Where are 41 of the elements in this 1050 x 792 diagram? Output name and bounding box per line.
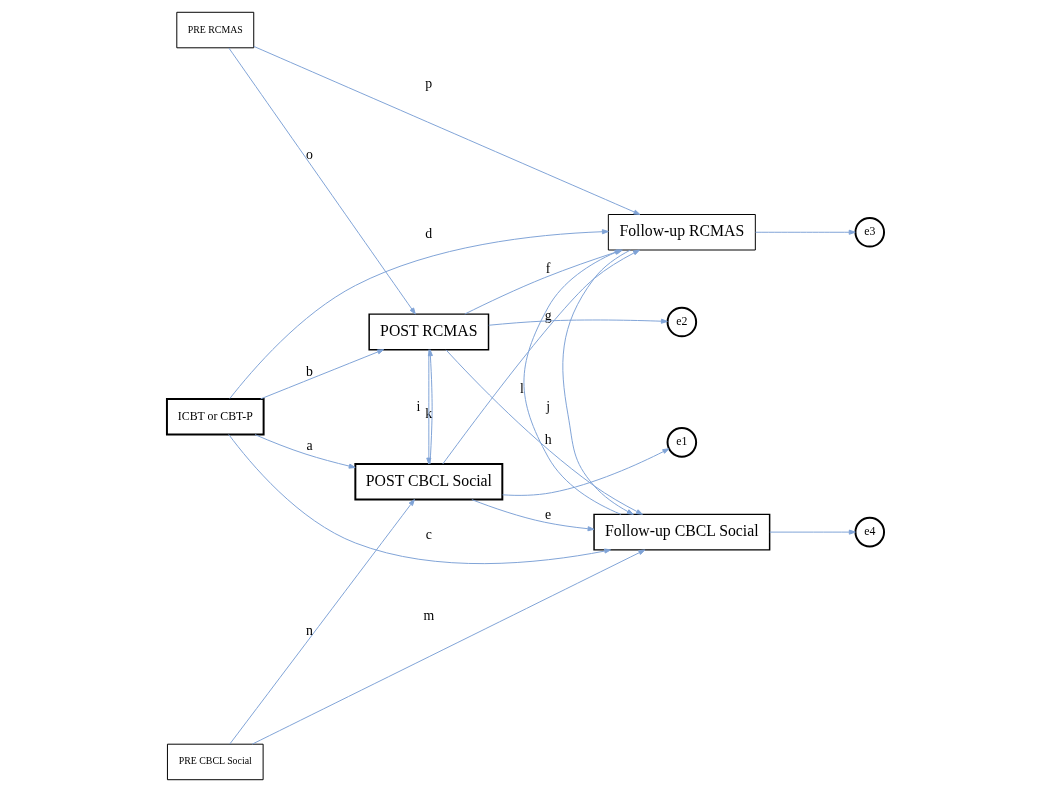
arrow xyxy=(470,499,594,532)
arrow xyxy=(768,529,856,535)
arrow xyxy=(445,349,643,515)
arrow xyxy=(487,318,668,326)
node-circle: e1 xyxy=(666,427,697,458)
edge-label: l xyxy=(519,381,524,397)
arrow xyxy=(227,434,611,565)
node-box: POST CBCL Social xyxy=(353,463,503,501)
edge-label: g xyxy=(544,308,552,324)
edge-label: h xyxy=(544,431,552,447)
edge-label: b xyxy=(305,364,313,380)
node-box: PRE CBCL Social xyxy=(166,743,264,781)
arrow xyxy=(254,434,356,469)
node-box: POST RCMAS xyxy=(367,313,489,351)
arrow xyxy=(252,45,640,215)
edge-label: i xyxy=(416,398,420,414)
arrow xyxy=(228,499,415,745)
node-box: ICBT or CBT-P xyxy=(165,397,265,436)
edge-label: j xyxy=(545,398,550,414)
node-circle: e4 xyxy=(853,516,885,548)
arrow xyxy=(251,549,645,745)
edge-label: a xyxy=(305,438,313,454)
edge-label: f xyxy=(545,260,550,276)
edge-label: n xyxy=(305,622,313,638)
edge-label: o xyxy=(305,147,313,163)
edge-label: e xyxy=(544,506,551,522)
edge-label: k xyxy=(424,405,432,421)
arrow xyxy=(501,448,669,496)
arrow xyxy=(259,349,384,400)
edge-label: m xyxy=(422,608,434,624)
edge-label: d xyxy=(424,226,432,242)
node-circle: e3 xyxy=(853,216,885,248)
edge-label: c xyxy=(425,527,432,543)
edge-label: p xyxy=(424,76,432,92)
arrow xyxy=(227,47,416,315)
node-box: Follow-up RCMAS xyxy=(607,214,756,251)
arrow xyxy=(754,229,856,235)
node-box: Follow-up CBCL Social xyxy=(592,513,770,551)
arrow xyxy=(228,229,609,400)
node-box: PRE RCMAS xyxy=(175,11,254,49)
node-circle: e2 xyxy=(666,306,697,338)
